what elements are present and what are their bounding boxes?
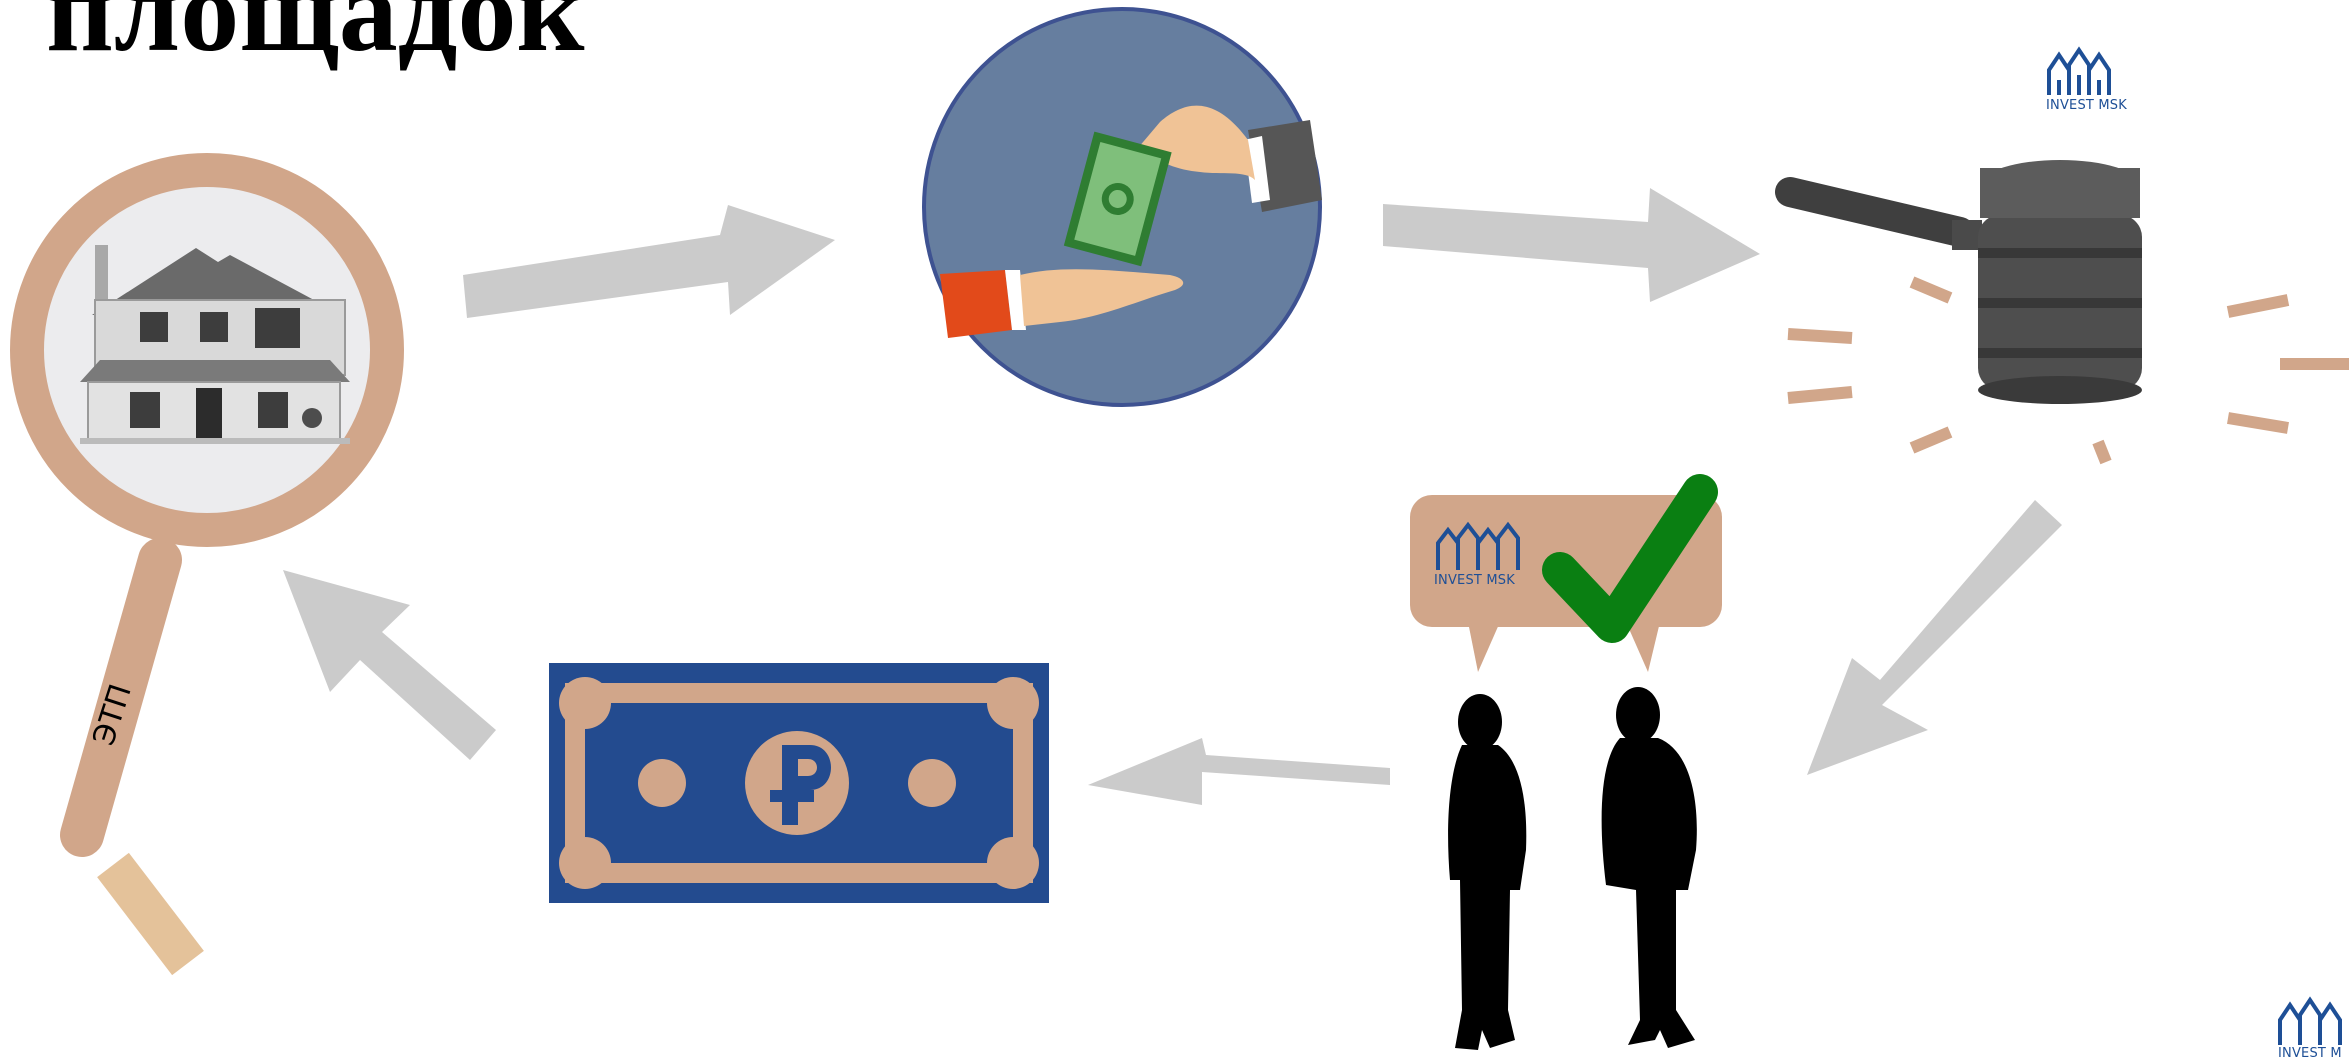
page-title: площадок	[46, 0, 585, 76]
arrow-search-to-payment	[463, 205, 835, 318]
logo-text-top: INVEST MSK	[2046, 98, 2127, 113]
arrow-payout-to-search	[283, 570, 496, 760]
check-mark-icon	[1542, 474, 1718, 643]
businessmen-deal-icon	[1448, 687, 1697, 1050]
logo-text-bubble: INVEST MSK	[1434, 573, 1515, 588]
ruble-banknote-icon	[549, 663, 1049, 903]
invest-msk-logo-icon	[2047, 46, 2111, 95]
speech-bubble	[1410, 474, 1722, 672]
money-handover-icon	[922, 7, 1322, 407]
arrow-deal-to-payout	[1088, 738, 1390, 805]
invest-msk-corner-logo-icon	[2278, 996, 2342, 1045]
arrow-auction-to-deal	[1807, 500, 2062, 775]
arrow-payment-to-auction	[1383, 188, 1760, 302]
logo-text-corner: INVEST M	[2278, 1046, 2342, 1061]
magnifier-house-icon	[10, 153, 404, 976]
gavel-icon	[1775, 160, 2349, 465]
